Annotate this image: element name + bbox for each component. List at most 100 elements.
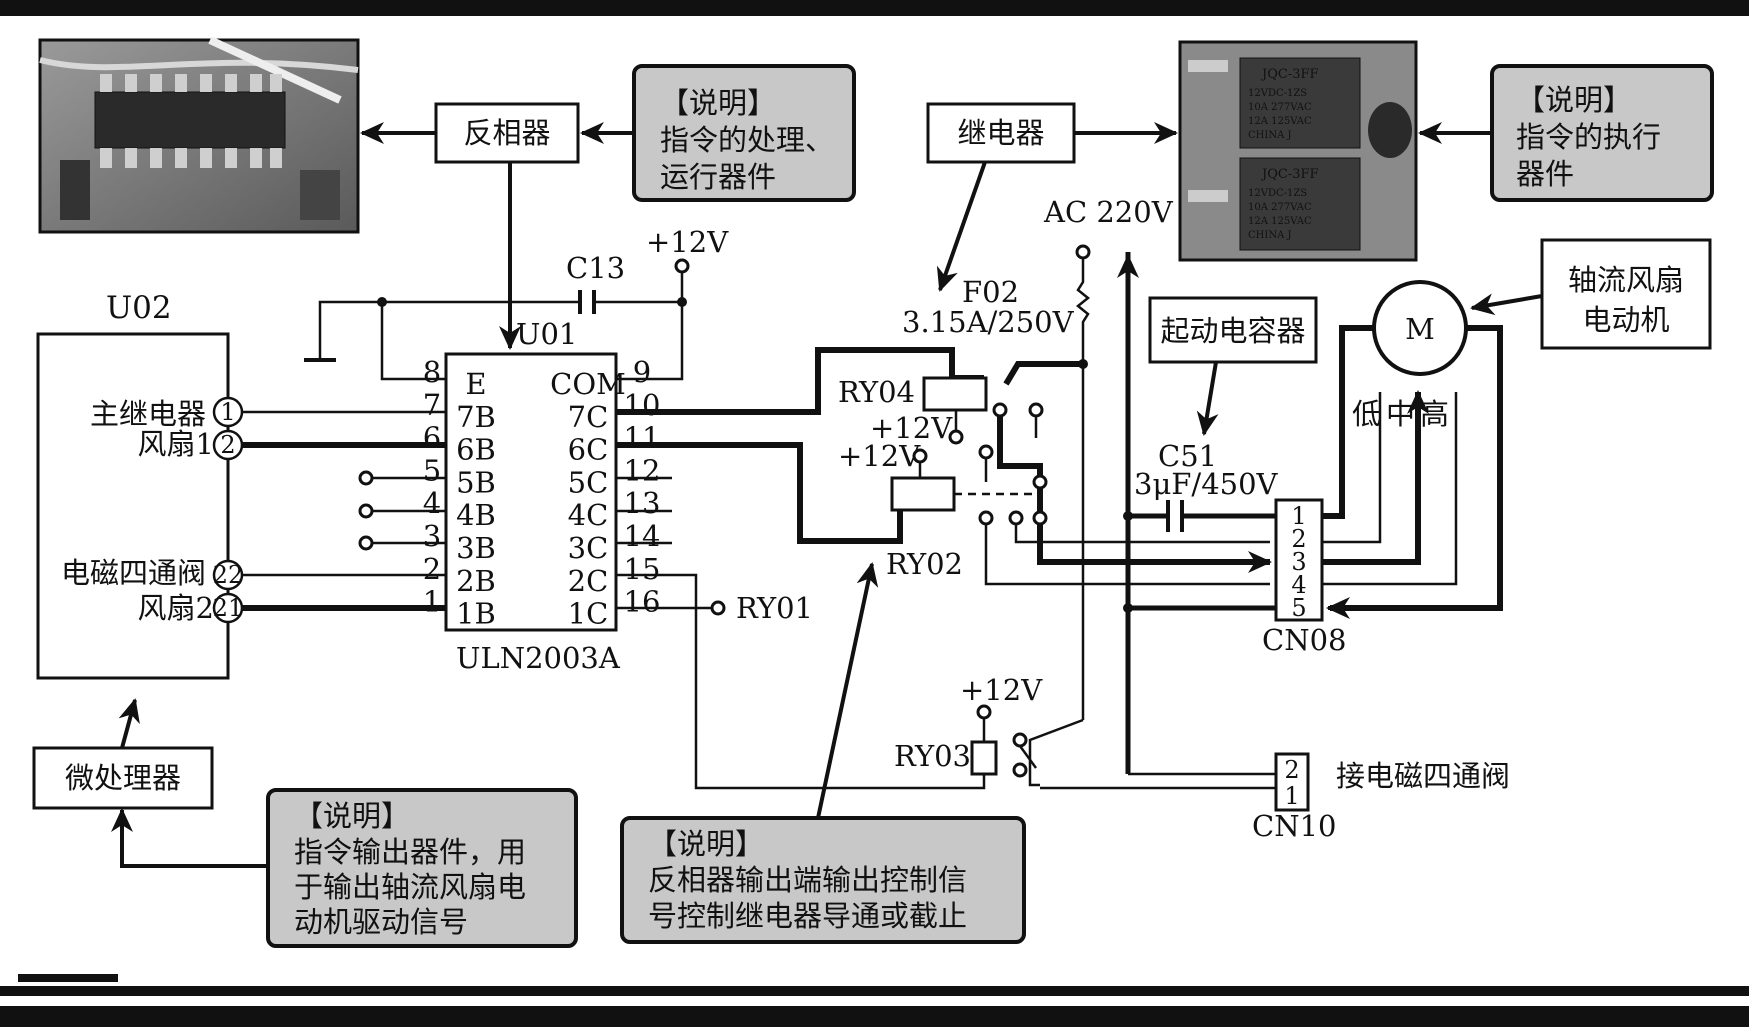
wire-to-cn08-4	[984, 520, 1270, 586]
note-1-line1: 指令的处理、	[660, 123, 834, 157]
relay-a-origin: CHINA J	[1248, 130, 1291, 141]
u01-right-pin-num-15: 15	[624, 552, 661, 586]
u01-left-pin-name-4: 4B	[456, 498, 496, 532]
u01-right-pin-num-14: 14	[624, 519, 661, 553]
cn08-pin-2: 2	[1291, 525, 1306, 553]
note-box-2: 【说明】 指令的执行 器件	[1490, 64, 1714, 202]
start-capacitor-label: 起动电容器	[1160, 314, 1305, 348]
u01-name: U01	[516, 317, 577, 351]
f02-rating: 3.15A/250V	[902, 305, 1075, 339]
motor-label: M	[1405, 312, 1435, 346]
note-3-line3: 动机驱动信号	[294, 905, 468, 939]
u01-left-pin-name-8: E	[465, 367, 486, 401]
u02-pin-label-fan1: 风扇1	[138, 427, 214, 461]
u01-part: ULN2003A	[456, 641, 621, 675]
note-1-line2: 运行器件	[660, 160, 776, 194]
note-2-title: 【说明】	[1516, 83, 1632, 117]
fan-motor-label-line2: 电动机	[1582, 303, 1669, 337]
u01-left-pin-num-8: 8	[423, 355, 441, 389]
wire-6c-ry02	[616, 442, 903, 544]
note-4-line1: 反相器输出端输出控制信	[648, 863, 967, 897]
u01-right-pin-name-14: 3C	[568, 531, 609, 565]
relay-board-photo: JQC-3FF 12VDC-1ZS 10A 277VAC 12A 125VAC …	[1178, 40, 1418, 262]
u01-right-pin-name-13: 4C	[568, 498, 609, 532]
relay-a-brand: JQC-3FF	[1260, 67, 1319, 82]
inverter-label: 反相器	[463, 116, 550, 150]
u01-right-pin-name-15: 2C	[568, 564, 609, 598]
bottom-right-block	[1545, 1006, 1749, 1027]
cn08-pin-5: 5	[1291, 594, 1306, 622]
arrow-note3-to-micro	[111, 808, 268, 868]
note-1-title: 【说明】	[660, 86, 776, 120]
u02-pin-label-fan2: 风扇2	[138, 591, 214, 625]
note-3-line1: 指令输出器件，用	[294, 835, 526, 869]
u01-left-pin-num-5: 5	[423, 453, 441, 487]
cn10-label: 接电磁四通阀	[1336, 759, 1510, 793]
u01-left-pin-name-7: 7B	[456, 400, 496, 434]
arrow-relay-to-f02	[936, 161, 987, 292]
ac-220v-label: AC 220V	[1043, 195, 1174, 229]
u02-pin-num-2: 2	[220, 431, 235, 459]
relay-a-rating3: 12A 125VAC	[1248, 116, 1312, 127]
u01-right-pin-name-12: 5C	[568, 465, 609, 499]
u01-right-pin-num-13: 13	[624, 486, 661, 520]
u02-pin-num-1: 1	[220, 398, 235, 426]
u02-pin-label-main-relay: 主继电器	[90, 397, 206, 431]
relay-a-rating1: 12VDC-1ZS	[1248, 88, 1307, 99]
c51-name: C51	[1158, 439, 1217, 473]
relay-b-rating3: 12A 125VAC	[1248, 216, 1312, 227]
u01-right-pin-name-16: 1C	[568, 597, 609, 631]
u01-left-pin-name-5: 5B	[456, 465, 496, 499]
u01-left-pin-name-3: 3B	[456, 531, 496, 565]
ry03-vcc: +12V	[960, 673, 1043, 707]
note-2-line2: 器件	[1516, 157, 1574, 191]
cn10-name: CN10	[1252, 809, 1336, 843]
u02-chip: U02 主继电器 风扇1 电磁四通阀 风扇2 1 2 22 21	[36, 290, 244, 680]
inverter-box: 反相器	[434, 102, 580, 164]
cn08-pin-3: 3	[1291, 548, 1306, 576]
u01-left-pin-num-3: 3	[423, 519, 441, 553]
u01-right-pin-num-12: 12	[624, 453, 661, 487]
vcc-12v-top: +12V	[646, 225, 729, 259]
wire-to-cn08-2	[1014, 520, 1270, 544]
relay-a-rating2: 10A 277VAC	[1248, 102, 1312, 113]
cn08-pin-4: 4	[1291, 571, 1306, 599]
fan-motor-label-line1: 轴流风扇	[1568, 263, 1684, 297]
u01-left-pin-num-2: 2	[423, 552, 441, 586]
microprocessor-box: 微处理器	[32, 746, 214, 810]
top-border-bar	[0, 0, 1749, 16]
u01-left-pin-name-1: 1B	[456, 597, 496, 631]
speed-mid-label: 中	[1386, 397, 1415, 431]
note-box-4: 【说明】 反相器输出端输出控制信 号控制继电器导通或截止	[620, 816, 1026, 944]
note-3-line2: 于输出轴流风扇电	[294, 870, 526, 904]
note-box-3: 【说明】 指令输出器件，用 于输出轴流风扇电 动机驱动信号	[266, 788, 578, 948]
note-4-title: 【说明】	[648, 827, 764, 861]
arrow-startcap-to-c51	[1196, 361, 1219, 436]
u01-left-pin-name-2: 2B	[456, 564, 496, 598]
callout-arrows	[111, 122, 1543, 868]
u01-right-pin-num-10: 10	[624, 388, 661, 422]
arrow-micro-to-u02	[118, 698, 140, 749]
bottom-left-dash	[18, 974, 118, 982]
cn10-pin-2: 2	[1284, 756, 1299, 784]
arrow-note4-to-ry02	[816, 562, 879, 819]
relay-box: 继电器	[926, 102, 1076, 164]
cn08-name: CN08	[1262, 623, 1346, 657]
relay-b-rating1: 12VDC-1ZS	[1248, 188, 1307, 199]
note-3-title: 【说明】	[294, 799, 410, 833]
fan-motor-box: 轴流风扇 电动机	[1540, 238, 1712, 350]
u02-pin-num-21: 21	[213, 594, 244, 622]
inverter-chip-photo	[38, 36, 360, 234]
note-4-line2: 号控制继电器导通或截止	[648, 899, 967, 933]
bottom-border-bar-2	[0, 1006, 1749, 1027]
relay-label: 继电器	[957, 116, 1044, 150]
u01-right-pin-name-10: 7C	[568, 400, 609, 434]
u02-pin-label-fourway-valve: 电磁四通阀	[61, 556, 206, 590]
wire-ry04-contact	[1003, 361, 1083, 386]
speed-low-label: 低	[1352, 397, 1381, 431]
u02-name: U02	[106, 290, 172, 326]
